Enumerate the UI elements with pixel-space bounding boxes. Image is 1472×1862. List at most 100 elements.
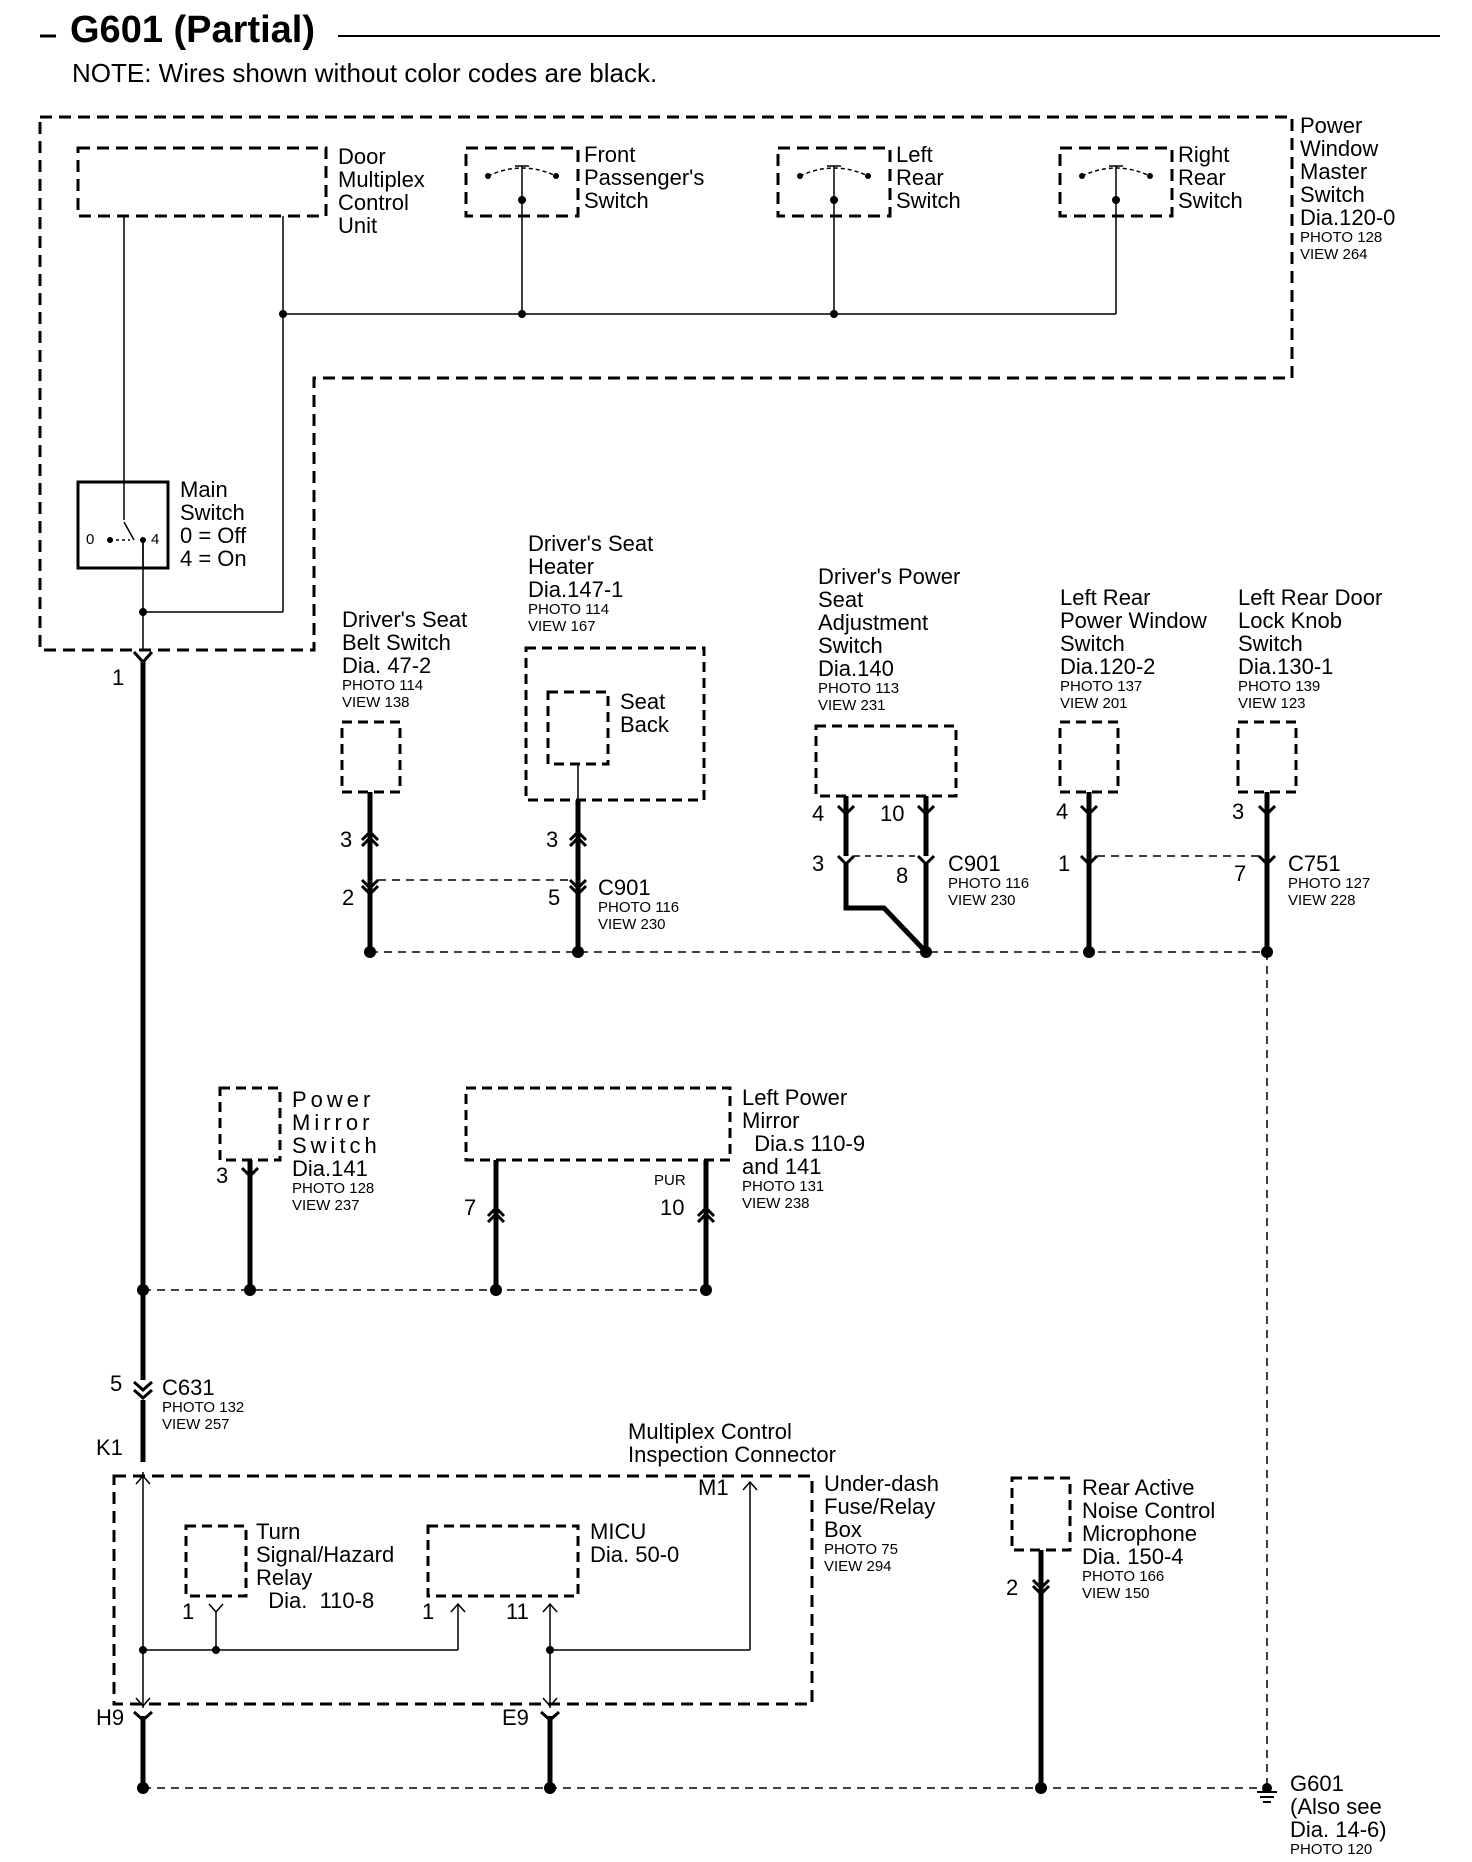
main-switch-label: Main Switch 0 = Off 4 = On: [180, 477, 247, 571]
left-mirror-label: Left Power Mirror Dia.s 110-9 and 141 PH…: [742, 1086, 865, 1212]
main-switch-box: [76, 480, 170, 570]
lr-pw-photo: PHOTO 137: [1060, 678, 1143, 695]
left-mirror-view: VIEW 238: [742, 1195, 810, 1212]
power-seat-photo: PHOTO 113: [818, 680, 900, 697]
micu-box: [426, 1524, 580, 1598]
seat-heater-box: [524, 646, 706, 802]
underdash-view: VIEW 294: [824, 1558, 892, 1575]
mpx-inspection-label: Multiplex Control Inspection Connector: [628, 1419, 836, 1467]
power-seat-name: Driver's Power Seat Adjustment Switch Di…: [818, 564, 961, 681]
pin-seat-bot-r: 8: [896, 863, 909, 888]
g601-label: G601 (Also see Dia. 14-6) PHOTO 120: [1290, 1772, 1387, 1858]
pin-micu-l: 1: [422, 1599, 435, 1624]
seat-belt-view: VIEW 138: [342, 694, 410, 711]
pin-turn: 1: [182, 1599, 195, 1624]
pin-c631: 5: [110, 1371, 123, 1396]
pin-m1: M1: [698, 1475, 729, 1500]
power-seat-box: [814, 724, 958, 798]
mirror-switch-box: [218, 1086, 282, 1162]
door-mcu-label: Door Multiplex Control Unit: [338, 144, 425, 238]
underdash-label: Under-dash Fuse/Relay Box PHOTO 75 VIEW …: [824, 1472, 939, 1575]
c901-b-name: C901: [948, 851, 1001, 876]
pin-mirror-sw: 3: [216, 1163, 229, 1188]
lr-lock-view: VIEW 123: [1238, 695, 1306, 712]
seat-back-box: [546, 690, 610, 766]
left-rear-label: Left Rear Switch: [896, 142, 961, 213]
lr-lock-box: [1236, 720, 1298, 794]
lr-pw-view: VIEW 201: [1060, 695, 1128, 712]
seat-belt-name: Driver's Seat Belt Switch Dia. 47-2: [342, 607, 468, 678]
main-switch-pin0: 0: [86, 531, 95, 548]
turn-relay-label: Turn Signal/Hazard Relay Dia. 110-8: [256, 1519, 395, 1613]
diagram-title: G601 (Partial): [70, 9, 315, 51]
g601-name: G601 (Also see Dia. 14-6): [1290, 1771, 1387, 1842]
pin-h9: H9: [96, 1705, 125, 1730]
rear-anc-view: VIEW 150: [1082, 1585, 1150, 1602]
mirror-switch-view: VIEW 237: [292, 1197, 360, 1214]
c631-label: C631 PHOTO 132 VIEW 257: [162, 1376, 244, 1433]
pin-seat-top-r: 10: [880, 801, 905, 826]
c901-a-name: C901: [598, 875, 651, 900]
rear-anc-name: Rear Active Noise Control Microphone Dia…: [1082, 1475, 1216, 1569]
c901-b-view: VIEW 230: [948, 892, 1016, 909]
seat-belt-box: [340, 720, 402, 794]
right-rear-label: Right Rear Switch: [1178, 142, 1243, 213]
pin-lock-bot: 7: [1234, 861, 1247, 886]
lr-lock-name: Left Rear Door Lock Knob Switch Dia.130-…: [1238, 585, 1383, 679]
pw-master-name: Power Window Master Switch Dia.120-0: [1300, 113, 1396, 230]
rear-anc-photo: PHOTO 166: [1082, 1568, 1165, 1585]
lr-lock-photo: PHOTO 139: [1238, 678, 1321, 695]
c901-a-view: VIEW 230: [598, 916, 666, 933]
lr-lock-label: Left Rear Door Lock Knob Switch Dia.130-…: [1238, 586, 1382, 712]
lr-pw-label: Left Rear Power Window Switch Dia.120-2 …: [1060, 586, 1207, 712]
wire-color-pur: PUR: [654, 1172, 686, 1189]
c901-b-label: C901 PHOTO 116 VIEW 230: [948, 852, 1029, 909]
pin-mirror-l: 7: [464, 1195, 477, 1220]
pin-lock-top: 3: [1232, 799, 1245, 824]
front-pass-label: Front Passenger's Switch: [584, 142, 705, 213]
power-seat-view: VIEW 231: [818, 697, 886, 714]
pin-heater-top: 3: [546, 827, 559, 852]
pin-heater-bot: 5: [548, 885, 561, 910]
door-mcu-box: [76, 146, 328, 218]
pin-mirror-r: 10: [660, 1195, 685, 1220]
pw-master-label: Power Window Master Switch Dia.120-0 PHO…: [1300, 114, 1395, 263]
c631-view: VIEW 257: [162, 1416, 230, 1433]
c901-a-label: C901 PHOTO 116 VIEW 230: [598, 876, 679, 933]
pin-k1: K1: [96, 1435, 123, 1460]
c901-b-photo: PHOTO 116: [948, 875, 1030, 892]
c631-photo: PHOTO 132: [162, 1399, 245, 1416]
c631-name: C631: [162, 1375, 215, 1400]
pin-seat-top-l: 4: [812, 801, 825, 826]
diagram-note: NOTE: Wires shown without color codes ar…: [72, 58, 658, 88]
rear-anc-label: Rear Active Noise Control Microphone Dia…: [1082, 1476, 1215, 1602]
left-mirror-photo: PHOTO 131: [742, 1178, 825, 1195]
pin-seat-bot-l: 3: [812, 851, 825, 876]
seat-heater-name: Driver's Seat Heater Dia.147-1: [528, 531, 654, 602]
seat-belt-label: Driver's Seat Belt Switch Dia. 47-2 PHOT…: [342, 608, 467, 711]
underdash-name: Under-dash Fuse/Relay Box: [824, 1471, 939, 1542]
pin-micu-r: 11: [506, 1599, 529, 1624]
c751-label: C751 PHOTO 127 VIEW 228: [1288, 852, 1370, 909]
pin-lrpw-top: 4: [1056, 799, 1069, 824]
left-mirror-box: [464, 1086, 732, 1162]
seat-heater-label: Driver's Seat Heater Dia.147-1 PHOTO 114…: [528, 532, 653, 635]
micu-label: MICU Dia. 50-0: [590, 1519, 680, 1567]
c751-view: VIEW 228: [1288, 892, 1356, 909]
pin-belt-bot: 2: [342, 885, 355, 910]
lr-pw-box: [1058, 720, 1120, 794]
seat-belt-photo: PHOTO 114: [342, 677, 424, 694]
pw-master-photo: PHOTO 128: [1300, 229, 1383, 246]
left-mirror-name: Left Power Mirror Dia.s 110-9 and 141: [742, 1085, 866, 1179]
mirror-switch-name: Power Mirror Switch: [292, 1087, 381, 1158]
turn-relay-box: [184, 1524, 248, 1598]
mirror-switch-dia: Dia.141: [292, 1156, 368, 1181]
pin-1: 1: [112, 665, 125, 690]
c751-name: C751: [1288, 851, 1341, 876]
mirror-switch-label: Power Mirror Switch Dia.141 PHOTO 128 VI…: [292, 1088, 381, 1214]
pin-lrpw-bot: 1: [1058, 851, 1071, 876]
underdash-photo: PHOTO 75: [824, 1541, 898, 1558]
seat-heater-view: VIEW 167: [528, 618, 596, 635]
